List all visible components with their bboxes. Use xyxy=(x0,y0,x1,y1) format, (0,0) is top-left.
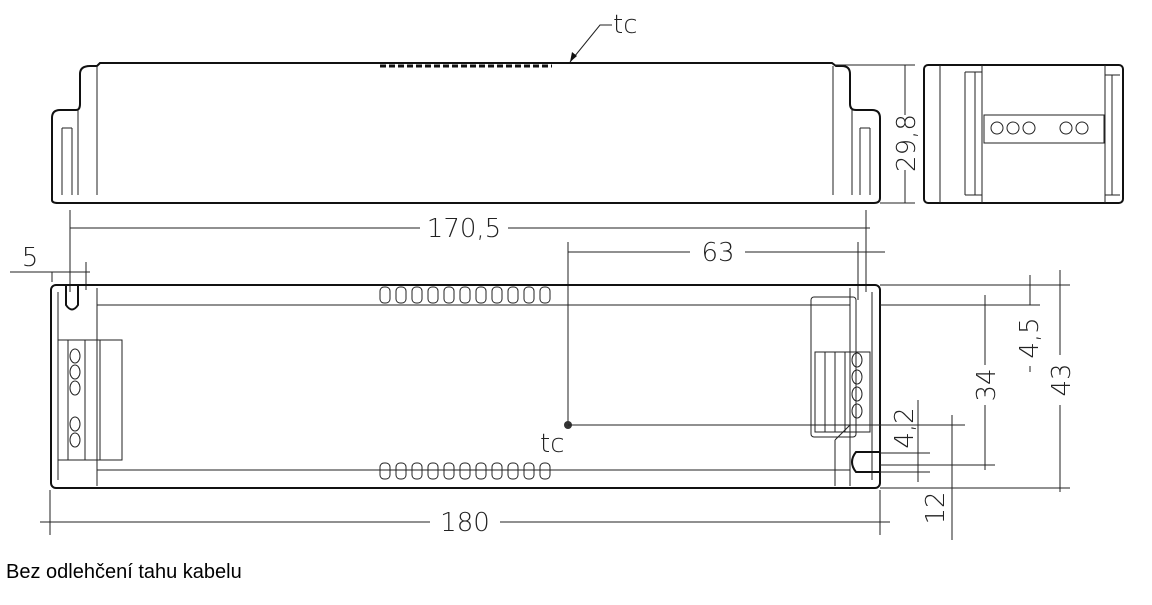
vent-rib xyxy=(427,462,439,480)
vent-rib xyxy=(411,286,423,304)
vent-rib xyxy=(379,462,391,480)
dim-height: 29,8 xyxy=(892,114,922,172)
vent-rib xyxy=(459,286,471,304)
terminal-holes-side xyxy=(990,121,1089,135)
vent-rib xyxy=(491,462,503,480)
dim-offset-left: 5 xyxy=(22,243,39,273)
vent-rib xyxy=(395,286,407,304)
dim-43: 43 xyxy=(1047,363,1077,396)
dim-12: 12 xyxy=(921,491,951,524)
terminal-holes-left xyxy=(69,348,81,448)
side-view xyxy=(923,64,1124,204)
vent-rib xyxy=(459,462,471,480)
vent-rib xyxy=(443,462,455,480)
vent-rib xyxy=(443,286,455,304)
vent-rib xyxy=(475,286,487,304)
vent-rib xyxy=(539,462,551,480)
tc-label-top: tc xyxy=(613,10,638,40)
front-view: tc 29,8 xyxy=(51,10,922,204)
dim-tc-position: 63 xyxy=(701,238,734,268)
dim-total-length: 180 xyxy=(440,508,490,538)
vent-rib xyxy=(539,286,551,304)
dim-inner-length: 170,5 xyxy=(427,214,501,244)
dim-4-2: 4,2 xyxy=(890,407,920,448)
tc-label-bottom: tc xyxy=(540,429,565,459)
vent-ribs-top xyxy=(379,286,551,304)
vent-rib xyxy=(507,286,519,304)
vent-rib xyxy=(379,286,391,304)
terminal-holes-right xyxy=(851,352,863,419)
vent-rib xyxy=(411,462,423,480)
vent-rib xyxy=(507,462,519,480)
vent-rib xyxy=(395,462,407,480)
dim-4-5: 4,5 xyxy=(1015,317,1045,358)
vent-ribs-bottom xyxy=(379,462,551,480)
vent-rib xyxy=(475,462,487,480)
vent-rib xyxy=(523,462,535,480)
vent-rib xyxy=(427,286,439,304)
caption: Bez odlehčení tahu kabelu xyxy=(6,561,242,583)
vent-rib xyxy=(491,286,503,304)
vent-rib xyxy=(523,286,535,304)
dim-34: 34 xyxy=(972,368,1002,401)
plan-view: tc xyxy=(50,284,881,489)
